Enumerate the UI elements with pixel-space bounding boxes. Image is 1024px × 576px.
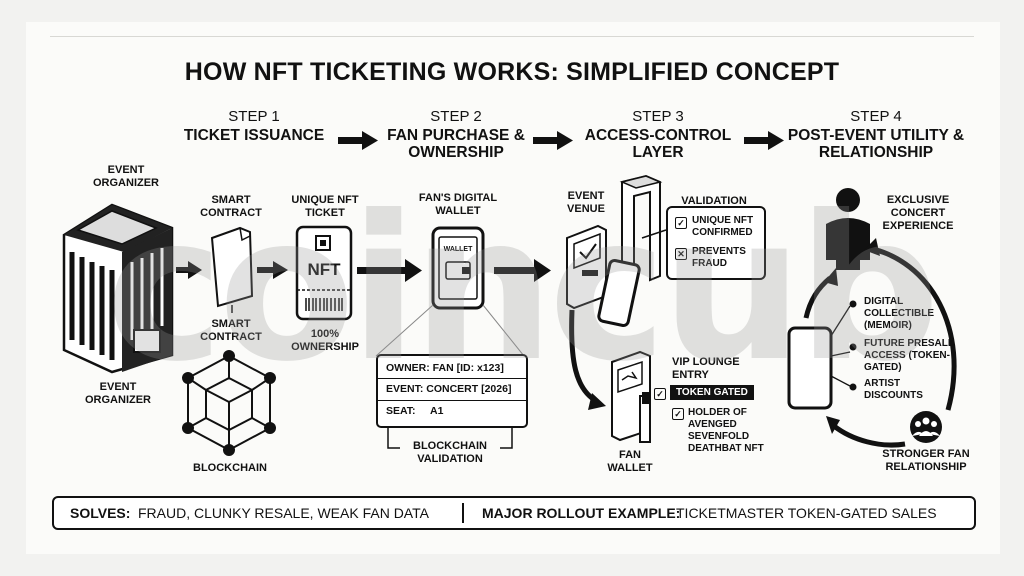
building-icon [62, 203, 174, 374]
seat-field-label: SEAT: [386, 405, 416, 417]
cycle-arrow-left [803, 276, 832, 319]
footer-box: SOLVES: FRAUD, CLUNKY RESALE, WEAK FAN D… [52, 496, 976, 530]
holder-check-icon: ✓ [672, 408, 684, 420]
collectible-phone-icon [787, 300, 857, 410]
digital-collectible-item: DIGITAL COLLECTIBLE (MEMOIR) [864, 296, 934, 331]
solves-text: FRAUD, CLUNKY RESALE, WEAK FAN DATA [138, 505, 429, 521]
exclusive-experience-label: EXCLUSIVE CONCERT EXPERIENCE [882, 194, 954, 232]
nft-ticket-icon [295, 225, 353, 321]
smart-contract-label-bottom: SMART CONTRACT [200, 318, 262, 343]
venue-phone-icon [597, 258, 641, 328]
solves-label: SOLVES: [70, 505, 131, 521]
fan-wallet-label: FAN WALLET [607, 449, 653, 474]
validation-box: ✓ UNIQUE NFT CONFIRMED ✕ PREVENTS FRAUD [666, 206, 766, 280]
step-arrow-1 [338, 131, 378, 150]
arrow-organizer-to-contract [176, 261, 202, 279]
event-organizer-label-top: EVENT ORGANIZER [93, 164, 159, 189]
blockchain-validation-label: BLOCKCHAIN VALIDATION [413, 440, 487, 465]
check-unique-nft: UNIQUE NFT CONFIRMED [692, 215, 754, 238]
holder-label: HOLDER OF AVENGED SEVENFOLD DEATHBAT NFT [688, 407, 764, 454]
step-4-number: STEP 4 [850, 108, 902, 125]
arrow-ticket-to-wallet [357, 259, 422, 282]
diagram-title: HOW NFT TICKETING WORKS: SIMPLIFIED CONC… [184, 58, 840, 86]
token-gated-badge: TOKEN GATED [670, 385, 754, 400]
blockchain-label: BLOCKCHAIN [193, 462, 267, 474]
nft-ticket-text: NFT [307, 260, 341, 279]
event-field: EVENT: CONCERT [2026] [386, 383, 512, 395]
presale-access-item: FUTURE PRESALE ACCESS (TOKEN-GATED) [864, 338, 955, 373]
event-venue-label: EVENT VENUE [567, 190, 605, 215]
step-1-number: STEP 1 [228, 108, 280, 125]
arrow-wallet-to-venue [494, 259, 551, 282]
vip-kiosk-icon [611, 350, 651, 443]
step-2-number: STEP 2 [430, 108, 482, 125]
person-icon [826, 188, 870, 270]
rollout-label: MAJOR ROLLOUT EXAMPLE: [482, 505, 681, 521]
wallet-screen-label: WALLET [443, 246, 473, 253]
zoom-lines [375, 304, 525, 357]
diagram-canvas [26, 22, 1000, 554]
ownership-label: 100% OWNERSHIP [291, 328, 359, 353]
step-arrow-3 [744, 131, 784, 150]
wallet-phone-icon [431, 226, 485, 310]
check-icon: ✓ [675, 217, 687, 229]
check-prevents-fraud: PREVENTS FRAUD [692, 246, 746, 269]
cycle-arrow-bottom [832, 423, 906, 448]
owner-field: OWNER: FAN [ID: x123] [386, 362, 504, 374]
event-organizer-label-bottom: EVENT ORGANIZER [85, 381, 151, 406]
unique-nft-ticket-label: UNIQUE NFT TICKET [291, 194, 359, 219]
step-3-number: STEP 3 [632, 108, 684, 125]
smart-contract-icon [210, 226, 254, 313]
top-rule [50, 36, 974, 37]
step-2-name: FAN PURCHASE & OWNERSHIP [387, 127, 525, 161]
vip-lounge-label: VIP LOUNGE ENTRY [672, 356, 740, 381]
blockchain-icon [182, 350, 276, 456]
rollout-text: TICKETMASTER TOKEN-GATED SALES [676, 505, 937, 521]
curved-arrow-to-vip [569, 309, 600, 405]
validation-title: VALIDATION [681, 195, 747, 207]
seat-field-value: A1 [430, 405, 444, 417]
validation-bracket [387, 424, 513, 449]
token-gated-check-icon: ✓ [654, 388, 666, 400]
validation-connector [641, 229, 667, 239]
step-1-name: TICKET ISSUANCE [183, 127, 325, 144]
step-3-name: ACCESS-CONTROL LAYER [584, 127, 732, 161]
stronger-relationship-label: STRONGER FAN RELATIONSHIP [882, 448, 970, 473]
fans-digital-wallet-label: FAN'S DIGITAL WALLET [418, 192, 498, 217]
scanner-kiosk-icon [566, 224, 607, 310]
step-4-name: POST-EVENT UTILITY & RELATIONSHIP [787, 127, 965, 161]
smart-contract-label-top: SMART CONTRACT [200, 194, 262, 219]
community-icon [910, 411, 942, 443]
arrow-contract-to-ticket [257, 261, 288, 279]
footer-divider [462, 503, 464, 523]
step-arrow-2 [533, 131, 573, 150]
ticket-detail-card: OWNER: FAN [ID: x123] EVENT: CONCERT [20… [376, 354, 528, 428]
cycle-arrow-right [867, 245, 957, 411]
artist-discounts-item: ARTIST DISCOUNTS [864, 378, 923, 401]
x-icon: ✕ [675, 248, 687, 260]
